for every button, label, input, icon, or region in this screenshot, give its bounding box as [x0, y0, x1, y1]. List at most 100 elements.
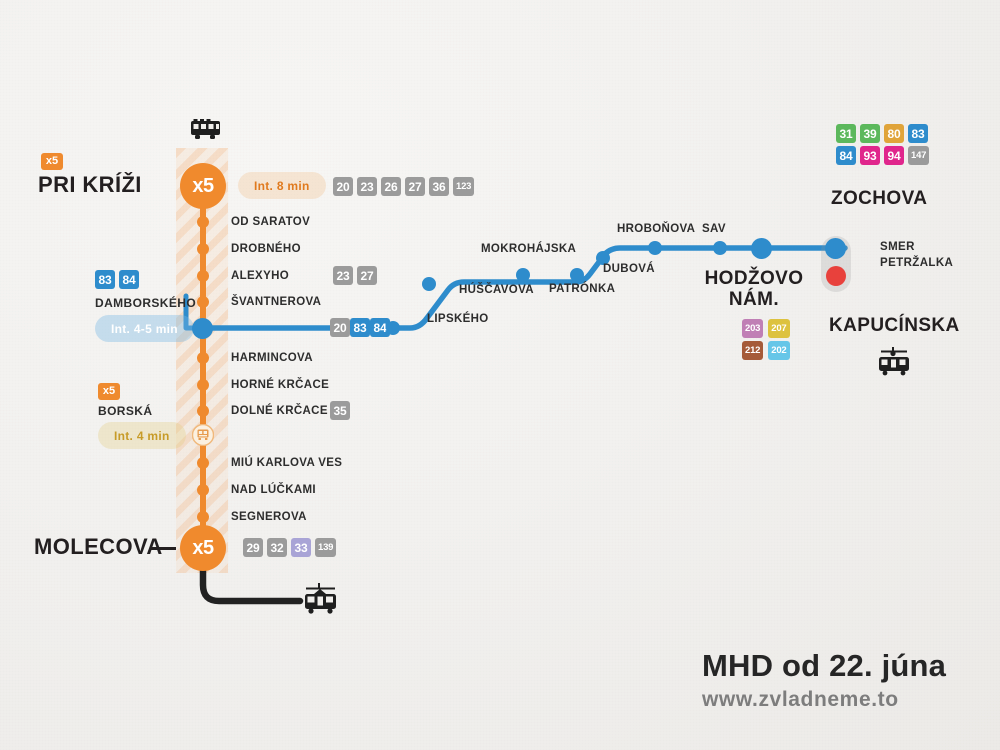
hodzovo-label-group: HODŽOVO NÁM. — [694, 268, 814, 311]
borska-label: BORSKÁ — [98, 404, 153, 418]
terminal-node-label: x5 — [192, 174, 214, 197]
route-badge[interactable]: 84 — [119, 270, 139, 289]
stop-label: DUBOVÁ — [603, 263, 655, 275]
route-badge[interactable]: 202 — [768, 341, 790, 360]
stop-label: NAD LÚČKAMI — [231, 484, 316, 496]
stop-dot[interactable] — [197, 457, 209, 469]
stop-dot[interactable] — [197, 352, 209, 364]
stop-dot[interactable] — [197, 511, 209, 523]
route-badge[interactable]: 147 — [908, 146, 930, 165]
route-badge[interactable]: 93 — [860, 146, 880, 165]
route-badge[interactable]: 203 — [742, 319, 764, 338]
stop-dot[interactable] — [197, 484, 209, 496]
stop-dot[interactable] — [197, 216, 209, 228]
route-badge[interactable]: 80 — [884, 124, 904, 143]
stop-label: LIPSKÉHO — [427, 313, 489, 325]
route-badge[interactable]: 139 — [315, 538, 337, 557]
damborskeho-label: DAMBORSKÉHO — [95, 296, 197, 310]
stop-label: HORNÉ KRČACE — [231, 379, 330, 391]
stop-dot-zochova[interactable] — [825, 238, 846, 259]
stop-label: OD SARATOV — [231, 216, 311, 228]
route-badge[interactable]: 39 — [860, 124, 880, 143]
terminal-node-molecova[interactable]: x5 — [180, 525, 226, 571]
stop-dot[interactable] — [197, 296, 209, 308]
hodzovo-label-line1: HODŽOVO — [704, 268, 804, 289]
poster-url: www.zvladneme.to — [702, 688, 899, 711]
tram-icon — [301, 583, 341, 615]
route-badge[interactable]: 84 — [370, 318, 390, 337]
route-badge[interactable]: 35 — [330, 401, 350, 420]
borska-mini-badge: x5 — [98, 381, 120, 400]
stop-label: ALEXYHO — [231, 270, 290, 282]
alexyho-connections: 23 27 — [333, 266, 377, 285]
route-badge[interactable]: 212 — [742, 341, 764, 360]
kapucinska-label: KAPUCÍNSKA — [829, 315, 960, 336]
mini-x5-badge: x5 — [98, 382, 120, 400]
stop-label: DOLNÉ KRČACE — [231, 405, 328, 417]
route-badge[interactable]: 26 — [381, 177, 401, 196]
direction-line2: PETRŽALKA — [880, 256, 954, 269]
pri-krizi-mini-badge: x5 — [41, 151, 63, 170]
route-badge[interactable]: 20 — [330, 318, 350, 337]
red-interchange-dot[interactable] — [826, 266, 846, 286]
stop-label: HROBOŇOVA — [617, 223, 696, 235]
damborskeho-badges: 83 84 — [95, 270, 139, 289]
stop-dot-huscavova[interactable] — [422, 277, 436, 291]
stop-label: SEGNEROVA — [231, 511, 307, 523]
route-badge[interactable]: 29 — [243, 538, 263, 557]
route-badge[interactable]: 36 — [429, 177, 449, 196]
route-badge[interactable]: 23 — [333, 266, 353, 285]
route-badge[interactable]: 27 — [405, 177, 425, 196]
molecova-leader-line — [152, 547, 176, 550]
route-badge[interactable]: 83 — [908, 124, 928, 143]
stop-dot-mokrohajska[interactable] — [516, 268, 530, 282]
route-badge[interactable]: 83 — [350, 318, 370, 337]
stop-dot[interactable] — [197, 405, 209, 417]
mini-x5-badge: x5 — [41, 152, 63, 170]
stop-dot-patronka[interactable] — [570, 268, 584, 282]
molecova-connections: 29 32 33 139 — [243, 538, 337, 557]
stop-dot[interactable] — [197, 243, 209, 255]
route-badge[interactable]: 31 — [836, 124, 856, 143]
junction-node-damborskeho[interactable] — [192, 318, 213, 339]
route-badge[interactable]: 123 — [453, 177, 475, 196]
stop-label: PATRÓNKA — [549, 283, 616, 295]
route-badge[interactable]: 23 — [357, 177, 377, 196]
route-badge[interactable]: 84 — [836, 146, 856, 165]
stop-label: ŠVANTNEROVA — [231, 296, 322, 308]
route-badge[interactable]: 20 — [333, 177, 353, 196]
interval-pill-pri-krizi: Int. 8 min — [238, 172, 326, 199]
zochova-badges-row1: 31 39 80 83 — [836, 124, 928, 143]
route-badge[interactable]: 32 — [267, 538, 287, 557]
trolleybus-icon — [875, 347, 913, 377]
stop-label: MOKROHÁJSKA — [481, 243, 577, 255]
direction-line1: SMER — [880, 241, 915, 253]
route-badge[interactable]: 83 — [95, 270, 115, 289]
route-badge[interactable]: 27 — [357, 266, 377, 285]
pri-krizi-connections: 20 23 26 27 36 123 — [333, 177, 475, 196]
stop-dot-dubova[interactable] — [596, 251, 610, 265]
route-badge[interactable]: 94 — [884, 146, 904, 165]
stop-dot[interactable] — [197, 379, 209, 391]
interval-pill-borska: Int. 4 min — [98, 422, 186, 449]
stop-dot-sav[interactable] — [713, 241, 727, 255]
hodzovo-label-line2: NÁM. — [728, 289, 780, 311]
pri-krizi-label: PRI KRÍŽI — [38, 172, 142, 197]
stop-dot-hodzovo[interactable] — [751, 238, 772, 259]
kapucinska-badges-row1: 203 207 — [742, 319, 790, 338]
stop-dot[interactable] — [197, 270, 209, 282]
stop-dot-hrobonova[interactable] — [648, 241, 662, 255]
direction-note: SMER PETRŽALKA — [880, 240, 953, 271]
bus-stop-icon[interactable] — [192, 424, 214, 446]
stop-label: HARMINCOVA — [231, 352, 313, 364]
route-badge[interactable]: 33 — [291, 538, 311, 557]
route-badge[interactable]: 207 — [768, 319, 790, 338]
stop-label: MIÚ KARLOVA VES — [231, 457, 343, 469]
stop-label: SAV — [702, 223, 726, 235]
molecova-label: MOLECOVA — [34, 534, 163, 559]
interval-pill-damborskeho: Int. 4-5 min — [95, 315, 194, 342]
orange-route-line — [200, 180, 206, 550]
stop-dot-lipskeho[interactable] — [386, 321, 400, 335]
terminal-node-pri-krizi[interactable]: x5 — [180, 163, 226, 209]
